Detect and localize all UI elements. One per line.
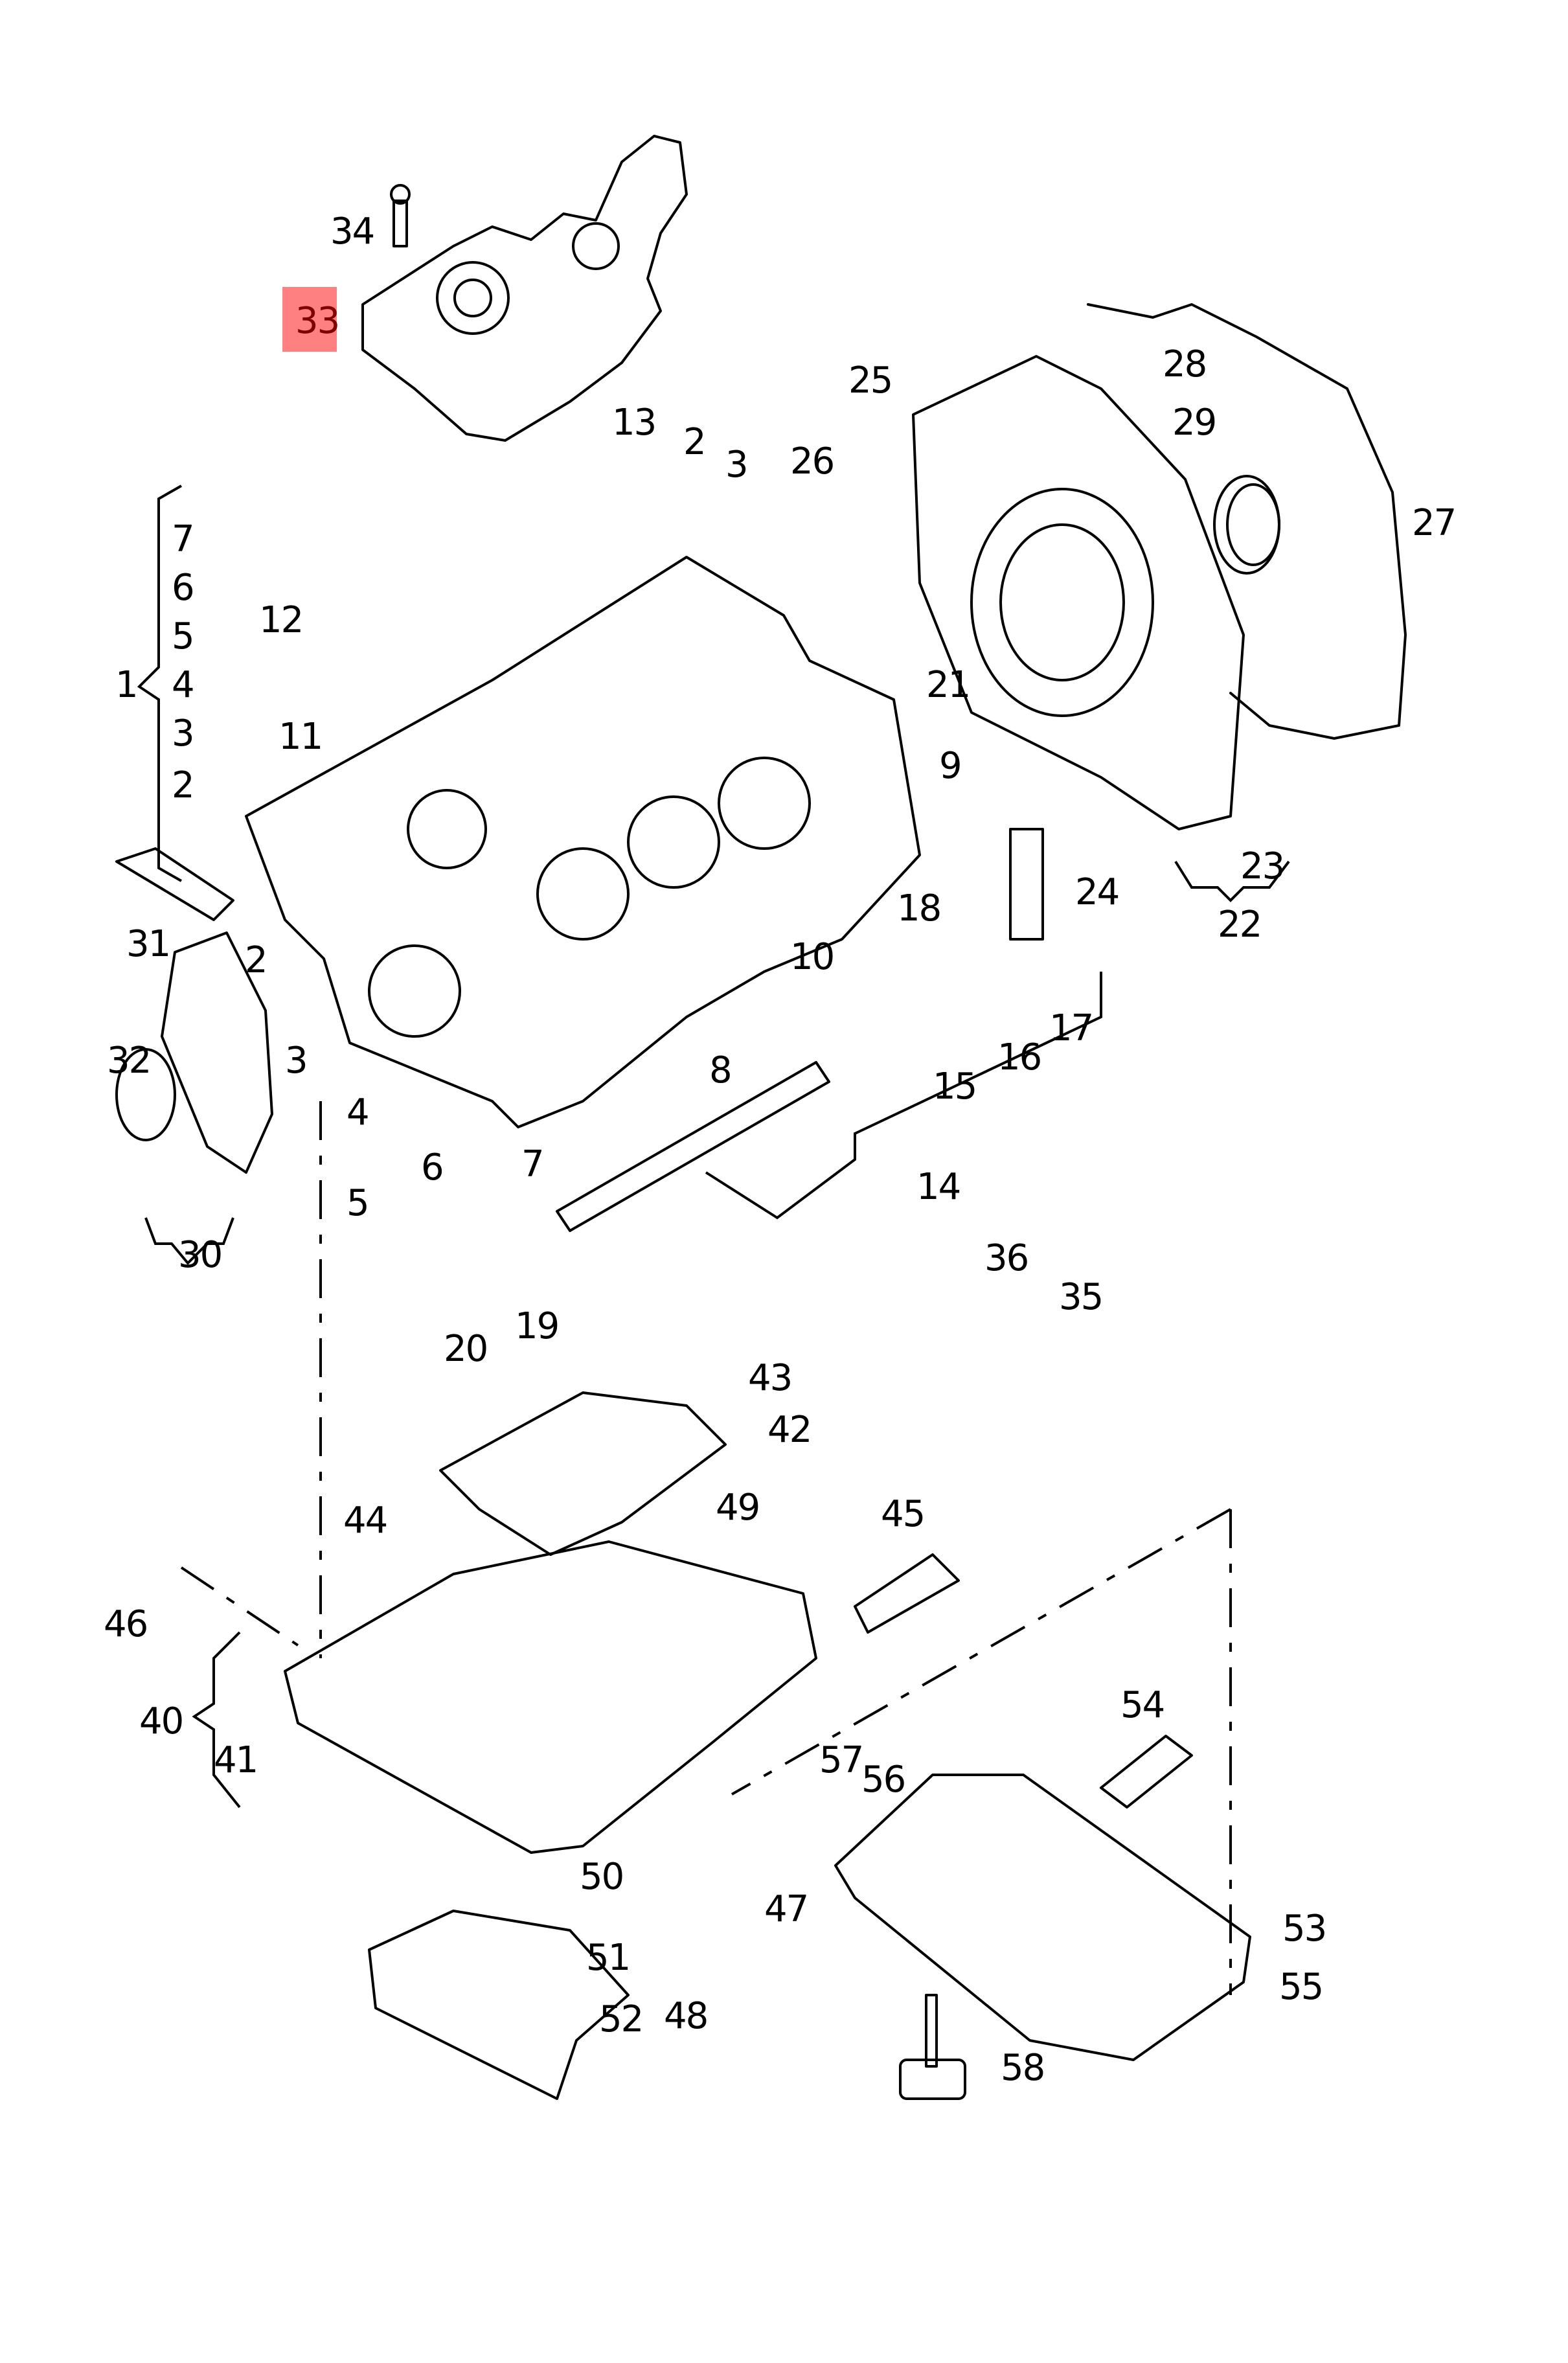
centerline bbox=[731, 1508, 1231, 1796]
brace-30 bbox=[144, 1217, 234, 1265]
callout-7[interactable]: 7 bbox=[521, 1143, 545, 1185]
callout-11[interactable]: 11 bbox=[278, 716, 323, 758]
callout-41[interactable]: 41 bbox=[214, 1739, 258, 1781]
callout-54[interactable]: 54 bbox=[1120, 1684, 1165, 1726]
brace-1 bbox=[137, 485, 182, 882]
callout-22[interactable]: 22 bbox=[1218, 904, 1262, 946]
callout-12[interactable]: 12 bbox=[259, 599, 304, 641]
callout-52[interactable]: 52 bbox=[599, 1998, 644, 2040]
callout-34[interactable]: 34 bbox=[330, 211, 375, 253]
callout-36[interactable]: 36 bbox=[984, 1237, 1029, 1279]
callout-21[interactable]: 21 bbox=[926, 664, 971, 706]
callout-32[interactable]: 32 bbox=[107, 1040, 152, 1082]
part-30-front-gasket[interactable] bbox=[115, 931, 273, 1174]
callout-7-set: 7 bbox=[172, 518, 195, 560]
callout-24[interactable]: 24 bbox=[1075, 871, 1120, 913]
callout-5[interactable]: 5 bbox=[347, 1182, 370, 1224]
callout-3-set: 3 bbox=[172, 713, 195, 755]
callout-55[interactable]: 55 bbox=[1279, 1966, 1324, 2008]
callout-31[interactable]: 31 bbox=[126, 923, 171, 965]
part-42-baffle[interactable] bbox=[439, 1391, 727, 1556]
callout-15[interactable]: 15 bbox=[933, 1066, 977, 1108]
part-22-rear-cover[interactable] bbox=[912, 355, 1245, 830]
callout-19[interactable]: 19 bbox=[515, 1305, 560, 1347]
part-51-windage-tray[interactable] bbox=[368, 1910, 630, 2100]
part-14-shaft[interactable] bbox=[556, 1061, 830, 1232]
callout-29[interactable]: 29 bbox=[1172, 402, 1217, 444]
callout-58[interactable]: 58 bbox=[1001, 2047, 1045, 2089]
brace-22 bbox=[1174, 860, 1290, 902]
callout-1[interactable]: 1 bbox=[115, 664, 139, 706]
callout-28[interactable]: 28 bbox=[1163, 343, 1207, 385]
callout-17[interactable]: 17 bbox=[1049, 1007, 1094, 1049]
part-40-upper-oil-pan[interactable] bbox=[284, 1540, 817, 1854]
callout-3b[interactable]: 3 bbox=[285, 1040, 308, 1082]
callout-40[interactable]: 40 bbox=[139, 1700, 184, 1742]
callout-2-set: 2 bbox=[172, 764, 195, 806]
callout-35[interactable]: 35 bbox=[1059, 1276, 1104, 1318]
part-31-sealant-tube[interactable] bbox=[115, 847, 234, 921]
callout-43[interactable]: 43 bbox=[748, 1357, 793, 1399]
callout-8[interactable]: 8 bbox=[709, 1049, 733, 1091]
callout-47[interactable]: 47 bbox=[764, 1888, 809, 1930]
highlight-box-33[interactable] bbox=[282, 287, 337, 352]
callout-14[interactable]: 14 bbox=[916, 1166, 961, 1208]
callout-18[interactable]: 18 bbox=[897, 887, 942, 930]
part-53-oil-pan[interactable] bbox=[834, 1774, 1251, 2061]
callout-9[interactable]: 9 bbox=[939, 745, 962, 787]
part-23-seal[interactable] bbox=[1213, 475, 1280, 575]
callout-45[interactable]: 45 bbox=[881, 1493, 926, 1535]
callout-23[interactable]: 23 bbox=[1240, 845, 1285, 887]
callout-42[interactable]: 42 bbox=[767, 1409, 812, 1451]
callout-16[interactable]: 16 bbox=[997, 1036, 1042, 1079]
callout-4-set: 4 bbox=[172, 664, 195, 706]
part-24-sealant-tube[interactable] bbox=[1009, 828, 1044, 941]
callout-2[interactable]: 2 bbox=[683, 421, 707, 463]
part-33-breather-cover[interactable] bbox=[361, 135, 688, 442]
callout-13[interactable]: 13 bbox=[612, 402, 657, 444]
part-cylinder-block[interactable] bbox=[245, 556, 921, 1128]
callout-33[interactable]: 33 bbox=[295, 300, 340, 342]
part-58-oil-level-sensor[interactable] bbox=[899, 1994, 966, 2100]
callout-4[interactable]: 4 bbox=[347, 1091, 370, 1134]
part-34-bolt[interactable] bbox=[390, 184, 411, 247]
callout-5-set: 5 bbox=[172, 615, 195, 657]
part-gasket[interactable] bbox=[1087, 303, 1407, 740]
callout-27[interactable]: 27 bbox=[1412, 502, 1457, 544]
callout-48[interactable]: 48 bbox=[664, 1995, 709, 2037]
brace-40 bbox=[192, 1631, 241, 1809]
callout-3[interactable]: 3 bbox=[725, 444, 749, 486]
callout-53[interactable]: 53 bbox=[1282, 1908, 1327, 1950]
callout-6[interactable]: 6 bbox=[421, 1147, 444, 1189]
callout-50[interactable]: 50 bbox=[580, 1856, 624, 1898]
callout-49[interactable]: 49 bbox=[716, 1487, 760, 1529]
brace-14 bbox=[705, 972, 1102, 1220]
callout-44[interactable]: 44 bbox=[343, 1500, 388, 1542]
callout-57[interactable]: 57 bbox=[819, 1739, 864, 1781]
callout-10[interactable]: 10 bbox=[790, 936, 835, 978]
callout-56[interactable]: 56 bbox=[861, 1759, 906, 1801]
callout-51[interactable]: 51 bbox=[586, 1937, 631, 1979]
callout-30[interactable]: 30 bbox=[178, 1234, 223, 1276]
callout-20[interactable]: 20 bbox=[444, 1328, 488, 1370]
callout-46[interactable]: 46 bbox=[104, 1603, 148, 1645]
callout-25[interactable]: 25 bbox=[848, 360, 893, 402]
callout-6-set: 6 bbox=[172, 567, 195, 609]
centerline bbox=[180, 1566, 299, 1647]
callout-2b[interactable]: 2 bbox=[245, 939, 268, 981]
part-45-sealant-tube[interactable] bbox=[854, 1553, 960, 1634]
part-54-sealant-tube[interactable] bbox=[1100, 1735, 1193, 1809]
callout-26[interactable]: 26 bbox=[790, 440, 835, 483]
